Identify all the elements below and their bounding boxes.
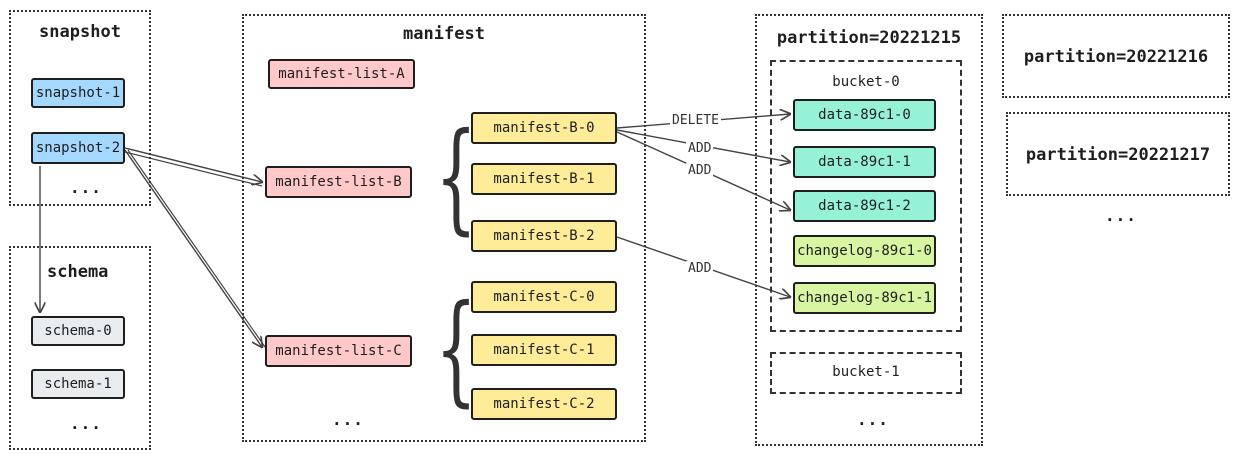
partition-main-title: partition=20221215 xyxy=(776,28,962,48)
bucket-0-group: bucket-0 xyxy=(770,60,962,332)
snapshot-2-node[interactable]: snapshot-2 xyxy=(31,132,125,164)
schema-1-node[interactable]: schema-1 xyxy=(31,369,125,399)
manifest-c-2-node[interactable]: manifest-C-2 xyxy=(471,388,617,420)
bucket-0-title: bucket-0 xyxy=(832,74,900,90)
manifest-list-a-node[interactable]: manifest-list-A xyxy=(268,59,415,89)
data-89c1-0-node[interactable]: data-89c1-0 xyxy=(793,99,936,131)
manifest-ellipsis: ... xyxy=(332,410,364,429)
bucket-1-title: bucket-1 xyxy=(832,364,900,380)
partition-20221217-title: partition=20221217 xyxy=(1025,145,1211,165)
edge-label-delete: DELETE xyxy=(670,113,721,128)
partition-20221216-title: partition=20221216 xyxy=(1023,47,1209,67)
data-89c1-1-node[interactable]: data-89c1-1 xyxy=(793,146,936,178)
bucket-1-group: bucket-1 xyxy=(770,352,962,394)
edge-label-add-3: ADD xyxy=(686,261,714,276)
changelog-89c1-0-node[interactable]: changelog-89c1-0 xyxy=(793,235,936,267)
partition-main-group: partition=20221215 xyxy=(755,14,983,446)
partition-20221217-group: partition=20221217 xyxy=(1006,112,1230,196)
manifest-group-title: manifest xyxy=(403,24,485,44)
partition-main-ellipsis: ... xyxy=(857,410,889,429)
edge-label-add-2: ADD xyxy=(686,163,714,178)
manifest-b-0-node[interactable]: manifest-B-0 xyxy=(471,112,617,144)
schema-group: schema xyxy=(9,246,151,450)
schema-group-title: schema xyxy=(47,262,109,282)
snapshot-group: snapshot xyxy=(9,10,151,206)
edge-label-add-1: ADD xyxy=(686,141,714,156)
partition-20221216-group: partition=20221216 xyxy=(1002,14,1230,98)
snapshot-1-node[interactable]: snapshot-1 xyxy=(31,78,125,108)
changelog-89c1-1-node[interactable]: changelog-89c1-1 xyxy=(793,282,936,314)
other-partitions-ellipsis: ... xyxy=(1105,206,1137,225)
brace-c-icon: { xyxy=(435,280,478,419)
manifest-group: manifest xyxy=(242,14,646,442)
manifest-b-1-node[interactable]: manifest-B-1 xyxy=(471,163,617,195)
schema-0-node[interactable]: schema-0 xyxy=(31,316,125,346)
schema-ellipsis: ... xyxy=(70,414,102,433)
snapshot-group-title: snapshot xyxy=(39,22,121,42)
manifest-c-1-node[interactable]: manifest-C-1 xyxy=(471,334,617,366)
manifest-list-c-node[interactable]: manifest-list-C xyxy=(265,335,412,367)
data-89c1-2-node[interactable]: data-89c1-2 xyxy=(793,190,936,222)
manifest-c-0-node[interactable]: manifest-C-0 xyxy=(471,281,617,313)
manifest-b-2-node[interactable]: manifest-B-2 xyxy=(471,220,617,252)
snapshot-ellipsis: ... xyxy=(70,178,102,197)
manifest-list-b-node[interactable]: manifest-list-B xyxy=(265,166,412,198)
brace-b-icon: { xyxy=(435,108,478,247)
